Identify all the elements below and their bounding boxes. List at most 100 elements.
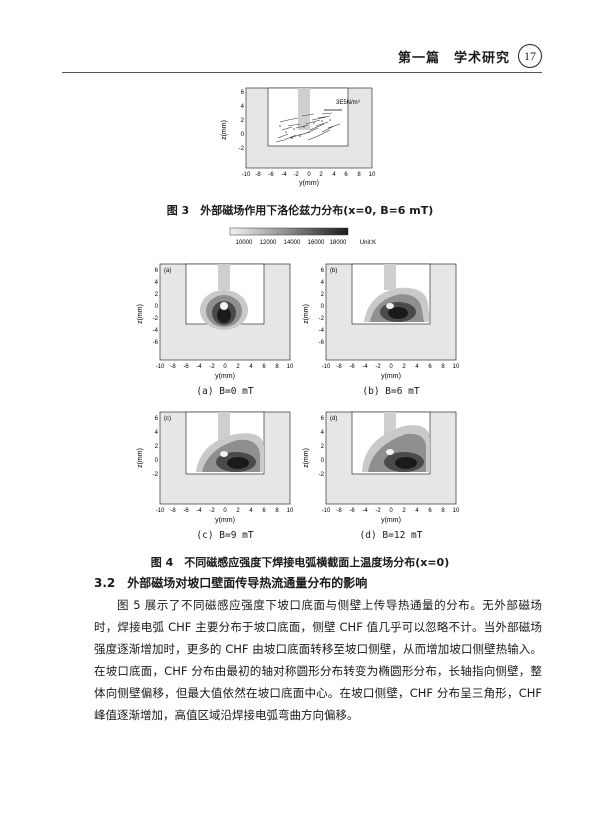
svg-text:0: 0 — [307, 172, 311, 178]
body-paragraph: 图 5 展示了不同磁感应强度下坡口底面与侧壁上传导热通量的分布。无外部磁场时，焊… — [94, 598, 542, 722]
svg-text:2: 2 — [236, 508, 240, 514]
svg-text:6: 6 — [321, 416, 325, 422]
svg-text:2: 2 — [241, 118, 245, 124]
svg-text:-10: -10 — [156, 364, 165, 370]
svg-text:-6: -6 — [349, 508, 355, 514]
svg-text:-6: -6 — [153, 340, 159, 346]
svg-text:4: 4 — [321, 430, 325, 436]
svg-text:10: 10 — [453, 364, 460, 370]
svg-text:10: 10 — [453, 508, 460, 514]
svg-text:-4: -4 — [281, 172, 287, 178]
svg-text:2: 2 — [236, 364, 240, 370]
svg-text:10: 10 — [369, 172, 376, 178]
panel-xlabel: y(mm) — [381, 517, 401, 524]
svg-text:4: 4 — [241, 104, 245, 110]
svg-text:-8: -8 — [255, 172, 261, 178]
svg-text:8: 8 — [357, 172, 361, 178]
svg-text:0: 0 — [155, 458, 159, 464]
svg-text:-4: -4 — [319, 328, 325, 334]
svg-text:0: 0 — [223, 508, 227, 514]
svg-text:8: 8 — [441, 364, 445, 370]
svg-text:-8: -8 — [336, 364, 342, 370]
panel-d-caption: (d) B=12 mT — [359, 530, 423, 541]
svg-text:4: 4 — [155, 280, 159, 286]
figure-3-ylabel: z(mm) — [221, 120, 228, 140]
svg-text:6: 6 — [428, 508, 432, 514]
svg-text:4: 4 — [155, 430, 159, 436]
svg-text:-2: -2 — [375, 364, 381, 370]
svg-text:-10: -10 — [322, 364, 331, 370]
svg-text:-4: -4 — [362, 364, 368, 370]
svg-text:10: 10 — [287, 364, 294, 370]
svg-text:6: 6 — [262, 508, 266, 514]
svg-text:4: 4 — [249, 508, 253, 514]
svg-text:2: 2 — [402, 508, 406, 514]
force-scale-label: 3E5N/m³ — [336, 100, 360, 106]
svg-text:2: 2 — [321, 292, 325, 298]
page-header: 第一篇 学术研究 17 — [398, 44, 542, 68]
svg-text:6: 6 — [155, 268, 159, 274]
svg-text:8: 8 — [275, 364, 279, 370]
page-number: 17 — [518, 44, 542, 68]
header-rule — [62, 72, 542, 73]
svg-text:-2: -2 — [209, 364, 215, 370]
svg-text:10: 10 — [287, 508, 294, 514]
panel-tag: (b) — [330, 268, 337, 274]
svg-text:-4: -4 — [196, 508, 202, 514]
svg-text:-6: -6 — [319, 340, 325, 346]
svg-text:-2: -2 — [319, 472, 325, 478]
colorbar-tick: 16000 — [308, 240, 325, 246]
panel-tag: (c) — [164, 416, 171, 422]
svg-text:6: 6 — [155, 416, 159, 422]
svg-text:2: 2 — [319, 172, 323, 178]
svg-text:-4: -4 — [153, 328, 159, 334]
svg-text:-2: -2 — [153, 472, 159, 478]
panel-tag: (d) — [330, 416, 337, 422]
svg-text:-2: -2 — [319, 316, 325, 322]
colorbar-tick: 10000 — [236, 240, 253, 246]
section-heading: 3.2 外部磁场对坡口壁面传导热流通量分布的影响 — [94, 576, 368, 590]
svg-text:0: 0 — [389, 508, 393, 514]
figure-4-caption: 图 4 不同磁感应强度下焊接电弧横截面上温度场分布(x=0) — [150, 556, 450, 569]
svg-text:-6: -6 — [183, 364, 189, 370]
panel-tag: (a) — [164, 268, 171, 274]
panel-ylabel: z(mm) — [303, 448, 310, 468]
temperature-colorbar: 10000 12000 14000 16000 18000 Unit:K — [229, 227, 376, 246]
colorbar-tick: 14000 — [284, 240, 301, 246]
svg-text:-10: -10 — [242, 172, 251, 178]
colorbar-unit: Unit:K — [360, 240, 376, 246]
svg-text:2: 2 — [155, 444, 159, 450]
svg-text:2: 2 — [402, 364, 406, 370]
svg-text:2: 2 — [321, 444, 325, 450]
svg-text:4: 4 — [332, 172, 336, 178]
svg-text:6: 6 — [321, 268, 325, 274]
panel-xlabel: y(mm) — [381, 373, 401, 380]
panel-ylabel: z(mm) — [137, 448, 144, 468]
svg-text:6: 6 — [262, 364, 266, 370]
svg-text:-10: -10 — [322, 508, 331, 514]
panel-ylabel: z(mm) — [137, 304, 144, 324]
svg-text:-4: -4 — [362, 508, 368, 514]
svg-text:-10: -10 — [156, 508, 165, 514]
panel-a-caption: (a) B=0 mT — [196, 386, 254, 397]
svg-text:-2: -2 — [375, 508, 381, 514]
svg-text:-6: -6 — [268, 172, 274, 178]
figure-3-caption: 图 3 外部磁场作用下洛伦兹力分布(x=0, B=6 mT) — [166, 204, 434, 217]
svg-text:-2: -2 — [153, 316, 159, 322]
svg-text:-8: -8 — [170, 508, 176, 514]
svg-text:0: 0 — [321, 304, 325, 310]
panel-ylabel: z(mm) — [303, 304, 310, 324]
svg-text:0: 0 — [389, 364, 393, 370]
svg-text:6: 6 — [428, 364, 432, 370]
svg-text:-2: -2 — [239, 146, 245, 152]
svg-text:-8: -8 — [170, 364, 176, 370]
svg-text:8: 8 — [275, 508, 279, 514]
svg-text:8: 8 — [441, 508, 445, 514]
svg-text:-6: -6 — [349, 364, 355, 370]
svg-text:0: 0 — [241, 132, 245, 138]
svg-text:-4: -4 — [196, 364, 202, 370]
